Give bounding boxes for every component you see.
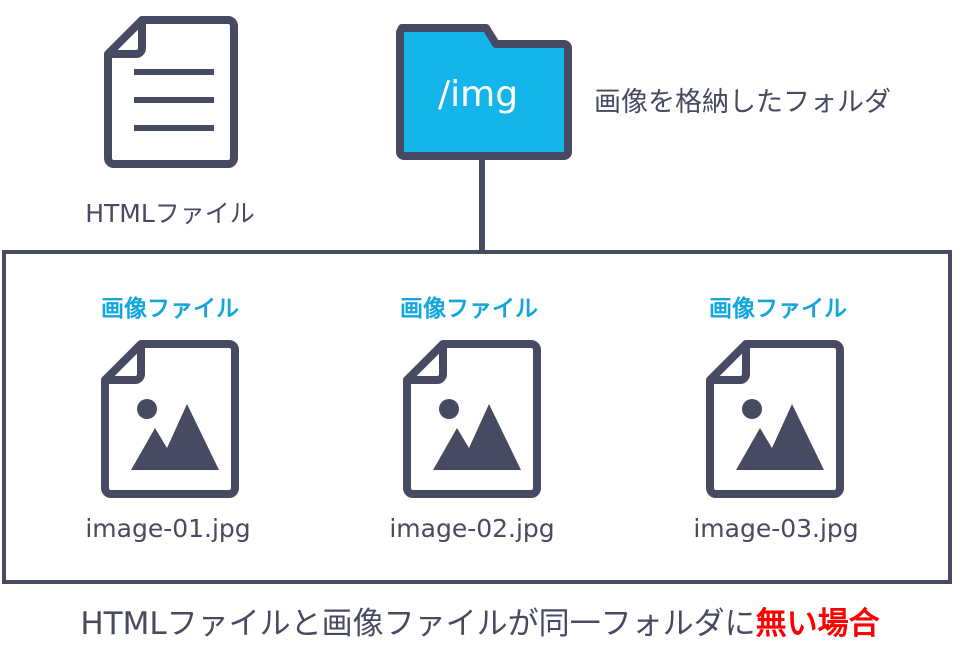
image-file-heading-1: 画像ファイル bbox=[101, 296, 239, 322]
image-filename-3: image-03.jpg bbox=[693, 514, 859, 543]
folder-description: 画像を格納したフォルダ bbox=[594, 87, 891, 118]
diagram-caption: HTMLファイルと画像ファイルが同一フォルダに無い場合 bbox=[0, 598, 960, 643]
image-filename-2: image-02.jpg bbox=[389, 514, 555, 543]
image-file-icon bbox=[706, 340, 844, 498]
image-filename-1: image-01.jpg bbox=[85, 514, 251, 543]
connector-line bbox=[479, 160, 485, 252]
image-file-heading-2: 画像ファイル bbox=[400, 296, 538, 322]
folder-name: /img bbox=[438, 74, 519, 115]
html-document-icon bbox=[104, 16, 238, 168]
folder-contents-box bbox=[2, 250, 952, 584]
image-file-heading-3: 画像ファイル bbox=[709, 296, 847, 322]
image-file-icon bbox=[403, 340, 541, 498]
caption-emphasis: 無い場合 bbox=[755, 606, 880, 642]
caption-text: HTMLファイルと画像ファイルが同一フォルダに bbox=[80, 606, 756, 642]
html-file-label: HTMLファイル bbox=[85, 199, 255, 228]
image-file-icon bbox=[101, 340, 239, 498]
folder-icon bbox=[396, 24, 572, 160]
